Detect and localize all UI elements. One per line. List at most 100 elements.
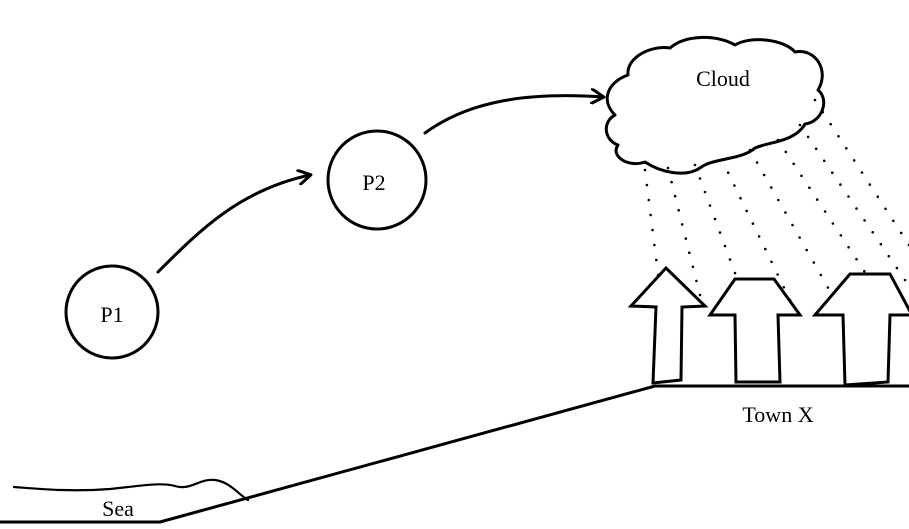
rain-dot bbox=[764, 247, 767, 251]
rain-dot bbox=[673, 194, 677, 198]
rain-dot bbox=[755, 161, 759, 164]
rain-dot bbox=[703, 190, 707, 194]
rain-dot bbox=[666, 166, 670, 170]
updraft-arrow-3 bbox=[811, 272, 909, 387]
rain-dot bbox=[670, 180, 673, 184]
cloud-shape bbox=[604, 35, 826, 175]
parcel-p2-circle bbox=[326, 129, 428, 231]
rain-dot bbox=[739, 196, 742, 200]
sea-surface bbox=[12, 478, 250, 502]
rain-dot bbox=[751, 222, 755, 225]
arrow-p2-to-cloud bbox=[423, 96, 603, 135]
updraft-arrow-1 bbox=[627, 265, 709, 385]
rain-dot bbox=[879, 242, 883, 246]
rain-dot bbox=[829, 122, 832, 126]
rain-dot bbox=[695, 279, 698, 283]
rain-dot bbox=[887, 254, 891, 258]
rain-dot bbox=[684, 237, 688, 240]
parcel-p1-circle bbox=[64, 264, 160, 360]
rain-dot bbox=[847, 195, 850, 198]
arrow-p1-to-p2 bbox=[156, 175, 310, 274]
rain-dot bbox=[718, 231, 722, 234]
rain-dot bbox=[757, 235, 761, 238]
rain-dot bbox=[812, 261, 816, 264]
rain-dot bbox=[819, 273, 823, 277]
rain-dot bbox=[876, 195, 879, 198]
rain-dot bbox=[698, 293, 702, 297]
rain-dot bbox=[847, 246, 850, 249]
rain-dot bbox=[815, 198, 819, 201]
rain-dot bbox=[800, 174, 803, 178]
rain-dot bbox=[821, 110, 825, 114]
rain-dot bbox=[805, 248, 808, 252]
rain-dot bbox=[839, 183, 842, 186]
rain-dot bbox=[839, 234, 843, 237]
rain-dot bbox=[814, 147, 818, 151]
rain-dot bbox=[784, 150, 788, 154]
rain-dot bbox=[653, 243, 656, 247]
rain-dot bbox=[655, 258, 658, 262]
rain-dot bbox=[733, 184, 736, 187]
rain-dot bbox=[720, 158, 724, 162]
updraft-arrow-2 bbox=[707, 277, 803, 384]
rain-dot bbox=[777, 198, 780, 202]
rain-dot bbox=[647, 198, 651, 202]
rain-dot bbox=[691, 265, 695, 269]
rain-dot bbox=[822, 159, 826, 163]
rain-dot bbox=[713, 217, 717, 221]
label-p2: P2 bbox=[362, 170, 385, 195]
rain-dot bbox=[806, 135, 810, 139]
rain-dots bbox=[643, 98, 909, 302]
rain-dot bbox=[855, 257, 858, 261]
rain-dot bbox=[798, 123, 802, 127]
rain-dot bbox=[895, 266, 899, 270]
rain-dot bbox=[726, 171, 730, 174]
label-town: Town X bbox=[742, 402, 813, 427]
label-sea: Sea bbox=[102, 496, 134, 521]
rain-dot bbox=[728, 258, 732, 261]
rain-dot bbox=[688, 251, 691, 254]
rain-dot bbox=[643, 168, 647, 172]
rain-dot bbox=[845, 147, 848, 150]
rain-dot bbox=[770, 186, 773, 189]
rain-dot bbox=[860, 171, 864, 174]
rain-dot bbox=[680, 223, 684, 226]
rain-dot bbox=[645, 183, 649, 187]
rain-dot bbox=[733, 271, 737, 275]
rain-dot bbox=[776, 273, 779, 276]
rain-dot bbox=[892, 219, 895, 223]
rain-dot bbox=[776, 138, 780, 142]
rain-dot bbox=[863, 219, 866, 222]
rain-dot bbox=[855, 207, 858, 210]
rain-dot bbox=[784, 211, 787, 214]
rain-dot bbox=[831, 222, 835, 225]
rain-dot bbox=[693, 163, 697, 167]
rain-dot bbox=[770, 260, 773, 264]
rain-dot bbox=[871, 231, 874, 234]
rain-dot bbox=[792, 162, 795, 166]
rain-dot bbox=[677, 209, 680, 212]
rain-dot bbox=[852, 159, 856, 162]
rain-dot bbox=[808, 186, 811, 189]
rain-dot bbox=[723, 244, 727, 248]
label-cloud: Cloud bbox=[696, 66, 750, 91]
rain-dot bbox=[813, 98, 817, 102]
rain-dot bbox=[791, 223, 794, 227]
rain-dot bbox=[748, 148, 752, 152]
rain-dot bbox=[651, 228, 654, 232]
rain-dot bbox=[899, 231, 903, 235]
rain-dot bbox=[745, 209, 748, 213]
hill-slope bbox=[158, 384, 657, 524]
rain-dot bbox=[762, 173, 766, 177]
rain-dot bbox=[903, 278, 907, 282]
rain-dot bbox=[782, 286, 786, 289]
rain-dot bbox=[649, 213, 652, 217]
rain-dot bbox=[884, 207, 887, 211]
rain-dot bbox=[831, 171, 834, 174]
rain-dot bbox=[863, 269, 866, 273]
rain-dot bbox=[826, 286, 830, 289]
rain-dot bbox=[698, 177, 702, 180]
label-p1: P1 bbox=[100, 302, 123, 327]
